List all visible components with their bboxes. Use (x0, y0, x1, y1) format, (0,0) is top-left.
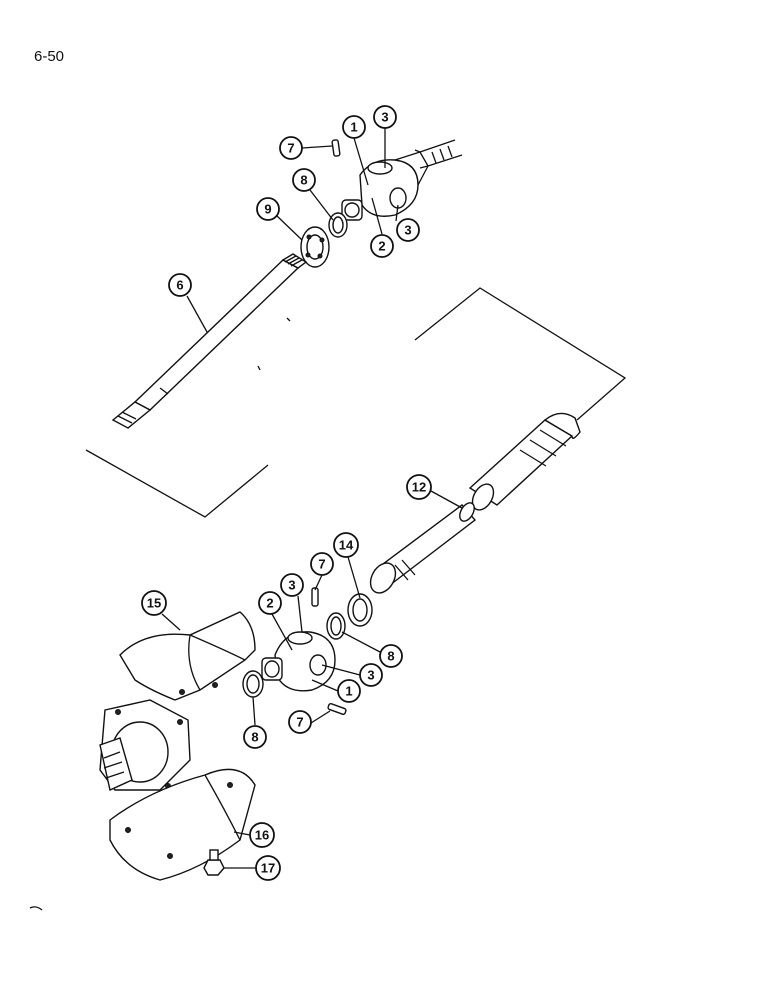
svg-text:2: 2 (266, 596, 273, 611)
callout-8-lower-left: 8 (243, 725, 267, 749)
callout-7-lower-top: 7 (310, 552, 334, 576)
misc-marks (29, 317, 291, 911)
svg-text:1: 1 (345, 684, 352, 699)
page-number: 6-50 (34, 48, 65, 65)
svg-text:15: 15 (147, 596, 161, 611)
svg-text:3: 3 (288, 578, 295, 593)
tube-assembly (468, 412, 581, 511)
drive-shaft (111, 253, 308, 429)
svg-text:2: 2 (378, 239, 385, 254)
svg-text:14: 14 (339, 538, 354, 553)
upper-bearing (300, 226, 330, 268)
svg-text:3: 3 (404, 223, 411, 238)
upper-yoke-shaft (414, 139, 463, 169)
gearbox-housing (99, 699, 191, 791)
svg-text:16: 16 (255, 828, 269, 843)
reference-plane-upper (85, 287, 627, 518)
lower-shield (109, 768, 256, 881)
lower-snap-ring-8a (326, 612, 346, 640)
leader-lines (161, 128, 463, 869)
callout-3-upper-top: 3 (373, 105, 397, 129)
lower-universal-joint (261, 631, 336, 692)
callout-2-lower: 2 (258, 591, 282, 615)
callout-15: 15 (141, 590, 167, 616)
callout-7-lower-bottom: 7 (288, 710, 312, 734)
lower-roll-pin-lower (327, 702, 347, 716)
callout-1-upper: 1 (342, 115, 366, 139)
lower-snap-ring-14 (347, 593, 373, 627)
upper-shield (119, 611, 256, 701)
svg-text:8: 8 (387, 649, 394, 664)
callout-3-lower-top: 3 (280, 573, 304, 597)
svg-text:6: 6 (176, 278, 183, 293)
svg-text:8: 8 (300, 173, 307, 188)
svg-text:17: 17 (261, 861, 275, 876)
svg-text:3: 3 (381, 110, 388, 125)
svg-text:8: 8 (251, 730, 258, 745)
callout-14: 14 (333, 532, 359, 558)
callout-12: 12 (406, 474, 432, 500)
svg-text:3: 3 (367, 668, 374, 683)
callout-17: 17 (255, 855, 281, 881)
callout-8-upper: 8 (292, 168, 316, 192)
svg-text:7: 7 (287, 141, 294, 156)
callout-9: 9 (256, 197, 280, 221)
bolt (203, 849, 225, 876)
upper-roll-pin (331, 139, 341, 157)
svg-text:12: 12 (412, 480, 426, 495)
callout-16: 16 (249, 822, 275, 848)
svg-text:9: 9 (264, 202, 271, 217)
lower-snap-ring-8b (242, 670, 264, 698)
callout-7-upper: 7 (279, 136, 303, 160)
upper-snap-ring (328, 212, 348, 238)
upper-universal-joint (341, 151, 429, 221)
svg-text:1: 1 (350, 120, 357, 135)
inner-tube (369, 502, 477, 594)
callout-3-upper-side: 3 (396, 218, 420, 242)
lower-roll-pin-upper (311, 587, 319, 607)
callout-2-upper: 2 (370, 234, 394, 258)
callout-8-lower-right: 8 (379, 644, 403, 668)
svg-text:7: 7 (296, 715, 303, 730)
callout-6: 6 (168, 273, 192, 297)
callout-3-lower-side: 3 (359, 663, 383, 687)
callout-1-lower: 1 (337, 679, 361, 703)
svg-text:7: 7 (318, 557, 325, 572)
